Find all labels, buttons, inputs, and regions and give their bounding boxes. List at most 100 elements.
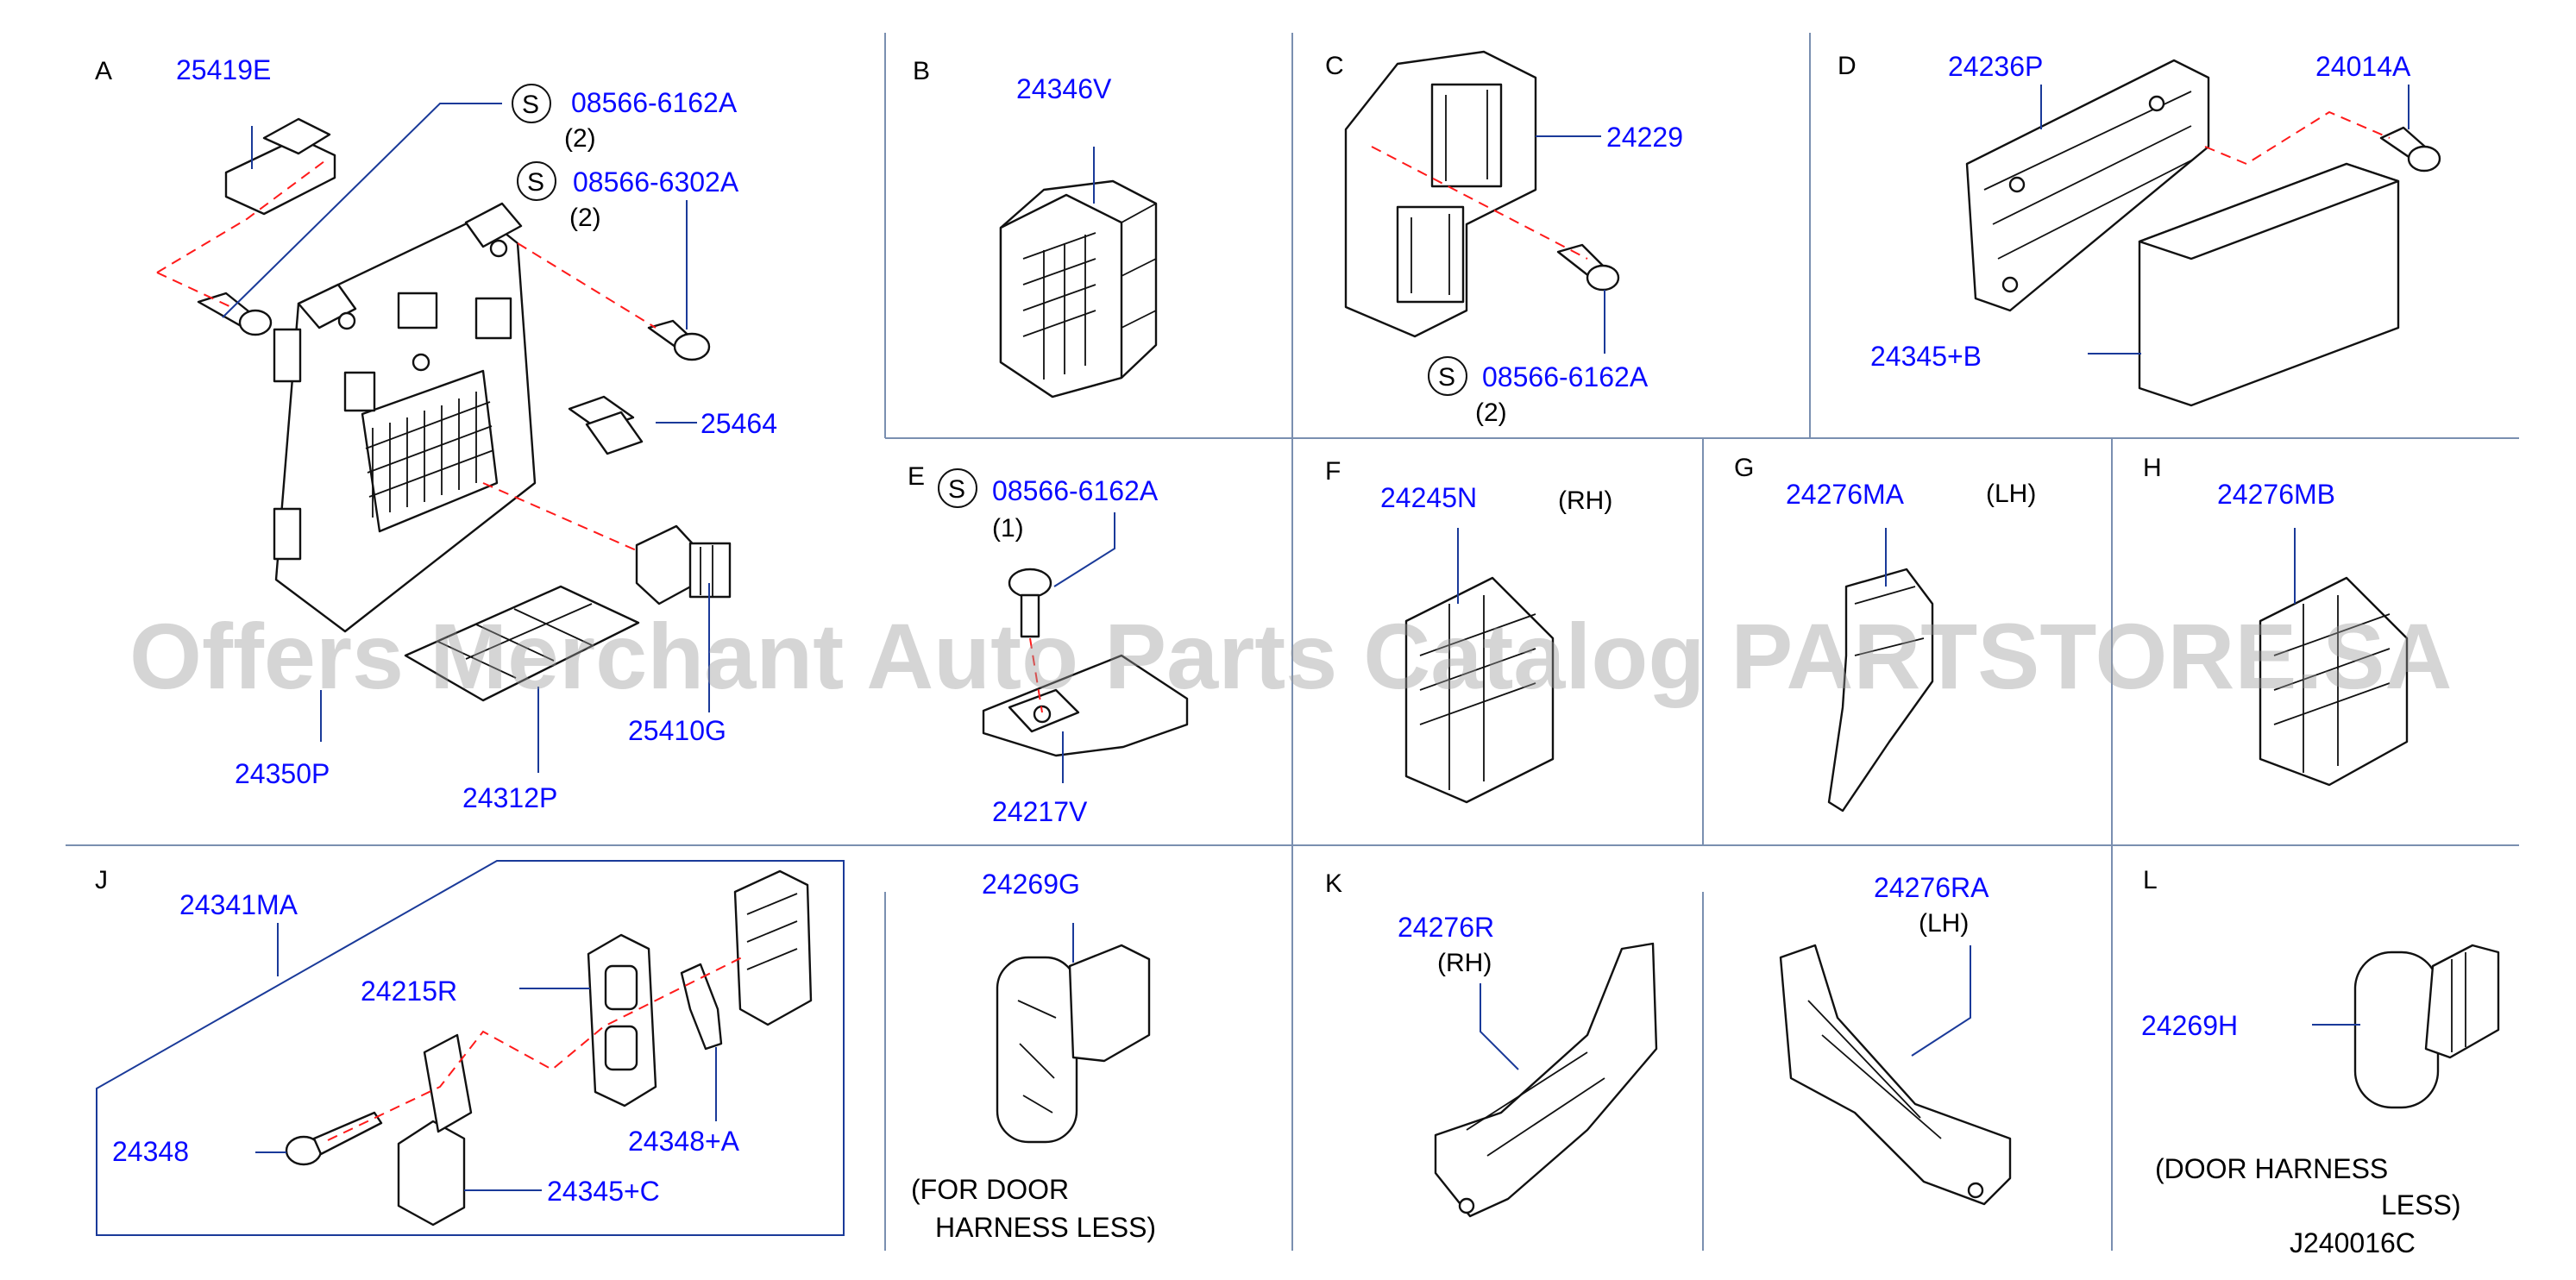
screw-symbol-a2 bbox=[517, 161, 556, 201]
side-label-g: (LH) bbox=[1986, 480, 2036, 508]
part-number-24346v[interactable]: 24346V bbox=[1016, 73, 1112, 104]
screw-symbol-e-letter: S bbox=[948, 475, 965, 504]
part-number-24345c[interactable]: 24345+C bbox=[547, 1176, 660, 1207]
qty-a2: (2) bbox=[569, 204, 601, 232]
part-number-24276r[interactable]: 24276R bbox=[1398, 912, 1494, 943]
section-grommet-24269g: 24269G (FOR DOOR HARNESS LESS) bbox=[911, 869, 1156, 1243]
part-number-24350p[interactable]: 24350P bbox=[235, 758, 330, 789]
grommet-24269h-drawing bbox=[2353, 944, 2500, 1109]
part-number-24014a[interactable]: 24014A bbox=[2315, 51, 2411, 82]
section-b: B 24346V bbox=[913, 57, 1158, 398]
screw-symbol-a1-letter: S bbox=[522, 91, 539, 119]
part-number-24229[interactable]: 24229 bbox=[1606, 122, 1683, 153]
section-g: G 24276MA (LH) bbox=[1734, 454, 2036, 813]
bracket-24276ma-drawing bbox=[1827, 568, 1934, 813]
section-label-k: K bbox=[1325, 869, 1342, 898]
connector-25410g-drawing bbox=[635, 524, 732, 605]
part-number-24276ma[interactable]: 24276MA bbox=[1786, 479, 1905, 510]
screw-symbol-a2-letter: S bbox=[527, 168, 544, 197]
section-e: E S 08566-6162A (1) 24217V bbox=[908, 462, 1189, 827]
section-label-h: H bbox=[2143, 454, 2162, 482]
part-number-08566-6302a[interactable]: 08566-6302A bbox=[573, 166, 739, 198]
section-l: L 24269H (DOOR HARNESS LESS) bbox=[2141, 866, 2500, 1220]
side-label-k-rh: (RH) bbox=[1437, 949, 1492, 977]
section-f: F 24245N (RH) bbox=[1325, 457, 1612, 804]
section-label-l: L bbox=[2143, 866, 2158, 894]
connector-24346v-drawing bbox=[999, 179, 1158, 398]
side-label-k-lh: (LH) bbox=[1919, 909, 1969, 938]
note-line1-24269h: (DOOR HARNESS bbox=[2155, 1153, 2388, 1184]
watermark: Offers Merchant Auto Parts Catalog PARTS… bbox=[129, 604, 2452, 708]
note-line2-24269g: HARNESS LESS) bbox=[935, 1212, 1156, 1243]
screw-symbol-c bbox=[1428, 356, 1467, 396]
bracket-24276mb-drawing bbox=[2259, 576, 2409, 787]
part-number-08566-6162a-a[interactable]: 08566-6162A bbox=[571, 87, 738, 118]
part-number-08566-6162a-e[interactable]: 08566-6162A bbox=[992, 475, 1159, 506]
diagram-code: J240016C bbox=[2290, 1227, 2416, 1258]
screw-symbol-e bbox=[938, 468, 977, 508]
bracket-24217v-drawing bbox=[982, 654, 1189, 757]
bolt-c-drawing bbox=[1556, 243, 1620, 292]
part-number-24269g[interactable]: 24269G bbox=[982, 869, 1080, 900]
section-label-b: B bbox=[913, 57, 930, 85]
bolt-a2-drawing bbox=[647, 319, 711, 361]
part-number-24276ra[interactable]: 24276RA bbox=[1874, 872, 1989, 903]
part-number-24312p[interactable]: 24312P bbox=[462, 782, 557, 813]
holder-24215r-drawing bbox=[587, 933, 657, 1107]
bracket-24245n-drawing bbox=[1404, 576, 1555, 804]
section-label-a: A bbox=[95, 57, 112, 85]
bracket-24229-drawing bbox=[1344, 50, 1537, 338]
section-a: A bbox=[95, 54, 777, 813]
bolt-e-drawing bbox=[1008, 568, 1052, 638]
bolt-24014a-drawing bbox=[2379, 126, 2441, 173]
part-number-08566-6162a-c[interactable]: 08566-6162A bbox=[1482, 361, 1649, 392]
section-h: H 24276MB bbox=[2143, 454, 2409, 787]
section-d: D 24236P 24014A 24345+B bbox=[1838, 51, 2441, 407]
panel-grid bbox=[66, 33, 2519, 1251]
section-label-g: G bbox=[1734, 454, 1754, 482]
bracket-24236p-drawing bbox=[1965, 59, 2210, 312]
cover-24312p-drawing bbox=[404, 585, 640, 702]
section-k: K 24276R (RH) 24276RA (LH) bbox=[1325, 869, 2012, 1218]
part-number-24236p[interactable]: 24236P bbox=[1948, 51, 2043, 82]
fuse-block-drawing bbox=[273, 202, 537, 633]
grommet-24269g-drawing bbox=[996, 944, 1151, 1144]
section-c: C 24229 S 08566-6162A (2) bbox=[1325, 50, 1683, 427]
part-number-24215r[interactable]: 24215R bbox=[361, 976, 457, 1007]
section-label-d: D bbox=[1838, 52, 1857, 80]
part-number-24217v[interactable]: 24217V bbox=[992, 796, 1088, 827]
clip-25419e-drawing bbox=[224, 117, 336, 216]
qty-e: (1) bbox=[992, 514, 1024, 543]
section-label-e: E bbox=[908, 462, 925, 491]
part-number-24269h[interactable]: 24269H bbox=[2141, 1010, 2238, 1041]
note-line2-24269h: LESS) bbox=[2381, 1189, 2460, 1220]
assembly-outline-24341ma bbox=[96, 860, 845, 1236]
part-number-25464[interactable]: 25464 bbox=[701, 408, 777, 439]
bracket-24345c-drawing bbox=[397, 1033, 473, 1227]
section-label-j: J bbox=[95, 866, 108, 894]
part-number-25410g[interactable]: 25410G bbox=[628, 715, 726, 746]
qty-c: (2) bbox=[1475, 398, 1507, 427]
part-number-24341ma[interactable]: 24341MA bbox=[179, 889, 298, 920]
section-j: J 24341MA 24215R 24348 2434 bbox=[95, 860, 845, 1236]
connector-j-drawing bbox=[733, 869, 813, 1026]
fuse-25464-drawing bbox=[568, 395, 644, 455]
section-label-f: F bbox=[1325, 457, 1341, 486]
screw-symbol-a1 bbox=[512, 84, 551, 123]
note-line1-24269g: (FOR DOOR bbox=[911, 1174, 1069, 1205]
screw-symbol-c-letter: S bbox=[1438, 363, 1455, 392]
side-label-f: (RH) bbox=[1558, 486, 1612, 515]
part-number-24276mb[interactable]: 24276MB bbox=[2217, 479, 2335, 510]
part-number-24348[interactable]: 24348 bbox=[112, 1136, 189, 1167]
part-number-24345b[interactable]: 24345+B bbox=[1870, 341, 1982, 372]
part-number-24245n[interactable]: 24245N bbox=[1380, 482, 1477, 513]
part-number-25419e[interactable]: 25419E bbox=[176, 54, 271, 85]
section-label-c: C bbox=[1325, 52, 1344, 80]
module-24345b-drawing bbox=[2138, 162, 2400, 407]
qty-a1: (2) bbox=[564, 124, 596, 153]
part-number-24348a[interactable]: 24348+A bbox=[628, 1126, 740, 1157]
bolt-24348-drawing bbox=[285, 1111, 383, 1166]
terminal-24348a-drawing bbox=[680, 963, 723, 1051]
bracket-24276r-drawing bbox=[1434, 942, 1658, 1218]
